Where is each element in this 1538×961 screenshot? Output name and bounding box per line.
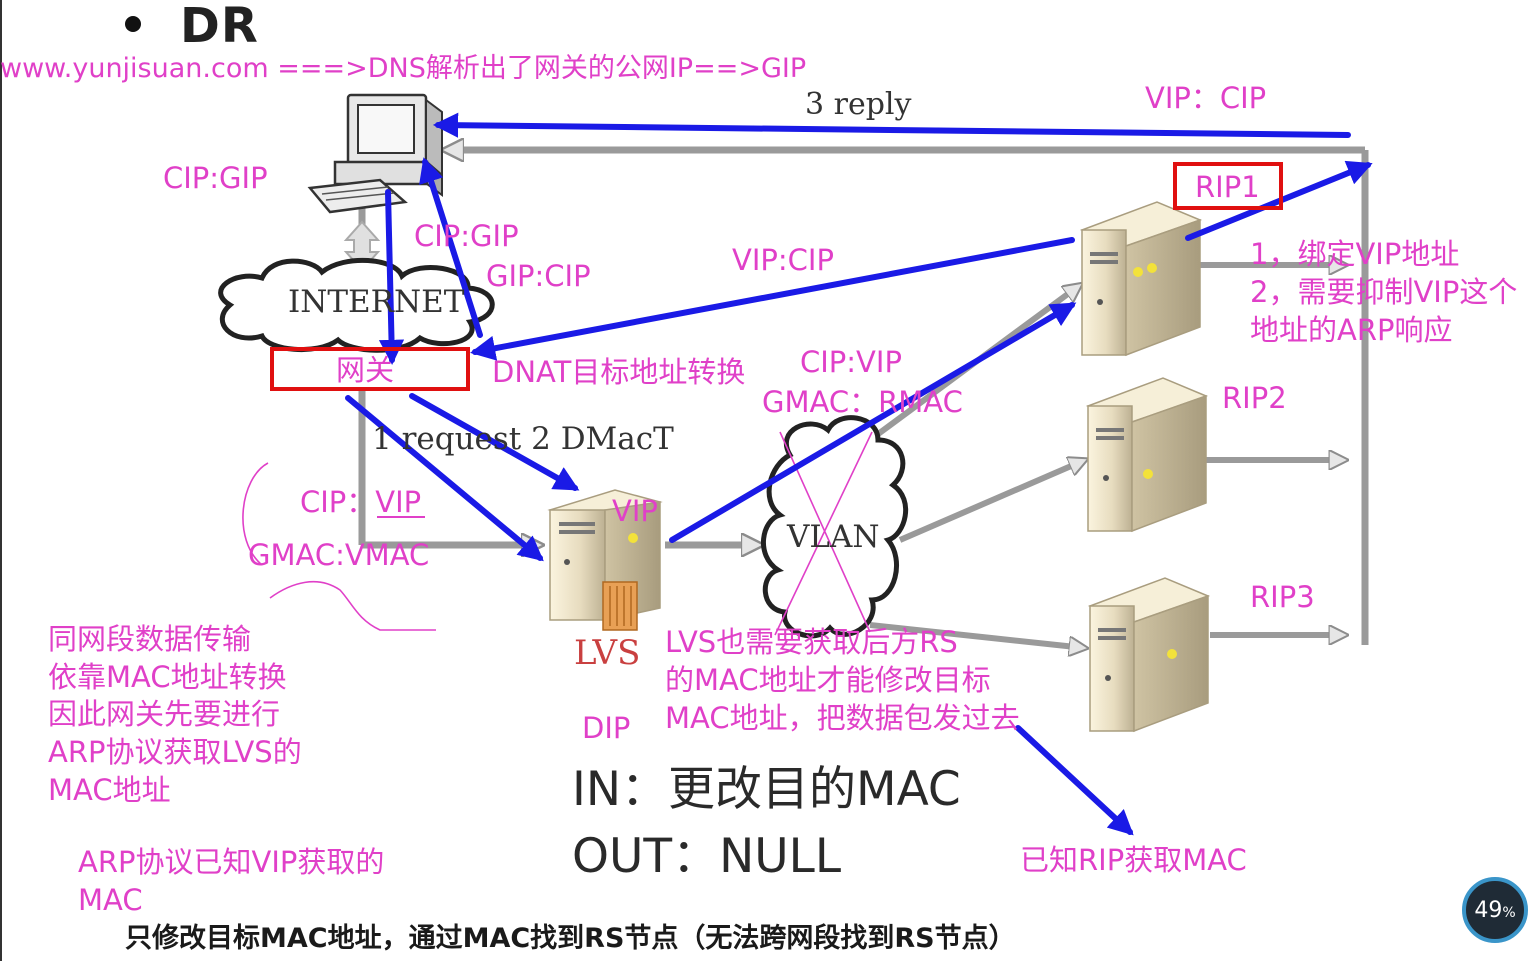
rs-reply-arrow — [1185, 160, 1373, 241]
cip-gip-left-label: CIP:GIP — [163, 161, 268, 195]
same-segment-line-1: 同网段数据传输 — [48, 622, 252, 656]
bottom-note: 只修改目标MAC地址，通过MAC找到RS节点（无法跨网段找到RS节点） — [125, 923, 1016, 954]
internet-label: INTERNET — [288, 284, 465, 320]
reply-arrow — [432, 112, 1351, 138]
dns-note: www.yunjisuan.com ===>DNS解析出了网关的公网IP==>G… — [0, 53, 807, 84]
client-to-gateway-arrow — [378, 189, 405, 366]
rs2-server-icon — [1085, 377, 1209, 533]
gmac-vmac-label: GMAC:VMAC — [248, 538, 430, 572]
rip1-box — [1173, 162, 1283, 210]
cip-vip-left-label: CIP：VIP — [300, 485, 422, 519]
vlan-cross-line — [774, 431, 873, 636]
title-bullet-icon — [125, 16, 141, 32]
brace-mark — [269, 581, 436, 631]
rs-config-line-2: 2，需要抑制VIP这个 — [1250, 275, 1518, 309]
lvs-to-rs-arrow — [669, 302, 1077, 543]
same-segment-line-2: 依靠MAC地址转换 — [48, 660, 287, 694]
gip-cip-label: GIP:CIP — [486, 259, 591, 293]
in-rule: IN：更改目的MAC — [572, 762, 961, 817]
arp-known-line-1: ARP协议已知VIP获取的 — [78, 845, 385, 879]
cip-gip-mid-label: CIP:GIP — [414, 219, 519, 253]
gateway-to-client-arrow — [419, 157, 483, 338]
cpu-usage-unit: % — [1502, 905, 1516, 921]
rs-config-line-1: 1，绑定VIP地址 — [1250, 237, 1460, 271]
rip3-label: RIP3 — [1250, 580, 1315, 614]
out-rule: OUT：NULL — [572, 829, 842, 884]
vlan-cloud-icon — [761, 415, 909, 639]
gateway-label: 网关 — [336, 353, 395, 387]
cpu-usage-badge[interactable]: 49% — [1462, 877, 1528, 943]
brace-mark — [242, 462, 269, 566]
vip-label: VIP — [612, 494, 658, 528]
lvs-server-icon — [547, 489, 663, 631]
lvs-mac-line-2: 的MAC地址才能修改目标 — [665, 663, 991, 697]
cip-vip-right-label: CIP:VIP — [800, 345, 902, 379]
gateway-box — [270, 347, 470, 391]
vlan-label: VLAN — [787, 519, 880, 555]
same-segment-line-3: 因此网关先要进行 — [48, 697, 281, 731]
lvs-mac-line-3: MAC地址，把数据包发过去 — [665, 701, 1020, 735]
rs-to-gateway-arrow — [470, 237, 1075, 361]
same-segment-line-5: MAC地址 — [48, 773, 171, 807]
same-segment-line-4: ARP协议获取LVS的 — [48, 735, 302, 769]
dnat-label: DNAT目标地址转换 — [492, 355, 746, 389]
rs1-server-icon — [1079, 201, 1203, 357]
dip-label: DIP — [582, 711, 631, 745]
cpu-usage-value: 49 — [1474, 897, 1503, 923]
rip2-label: RIP2 — [1222, 381, 1287, 415]
known-rip-label: 已知RIP获取MAC — [1020, 843, 1247, 877]
rip1-label: RIP1 — [1195, 170, 1260, 204]
rs3-server-icon — [1087, 577, 1211, 733]
vip-cip-mid-label: VIP:CIP — [732, 243, 834, 277]
flow-arrows — [345, 112, 1373, 836]
gateway-to-lvs-arrow-2 — [409, 393, 580, 491]
reply-label: 3 reply — [805, 87, 912, 122]
client-computer-icon — [307, 93, 443, 214]
rs-config-line-3: 地址的ARP响应 — [1250, 313, 1453, 347]
gmac-rmac-label: GMAC：RMAC — [762, 385, 963, 419]
vip-cip-top-label: VIP：CIP — [1145, 81, 1267, 115]
request-label: 1 request 2 DMacT — [372, 421, 674, 457]
lvs-label: LVS — [574, 633, 641, 673]
page-title: DR — [180, 0, 259, 54]
network-links — [358, 150, 1369, 648]
gateway-to-lvs-arrow-1 — [345, 395, 544, 562]
lvs-mac-line-1: LVS也需要获取后方RS — [665, 625, 958, 659]
rip-mac-arrow — [1015, 725, 1134, 836]
arp-known-line-2: MAC — [78, 883, 143, 917]
